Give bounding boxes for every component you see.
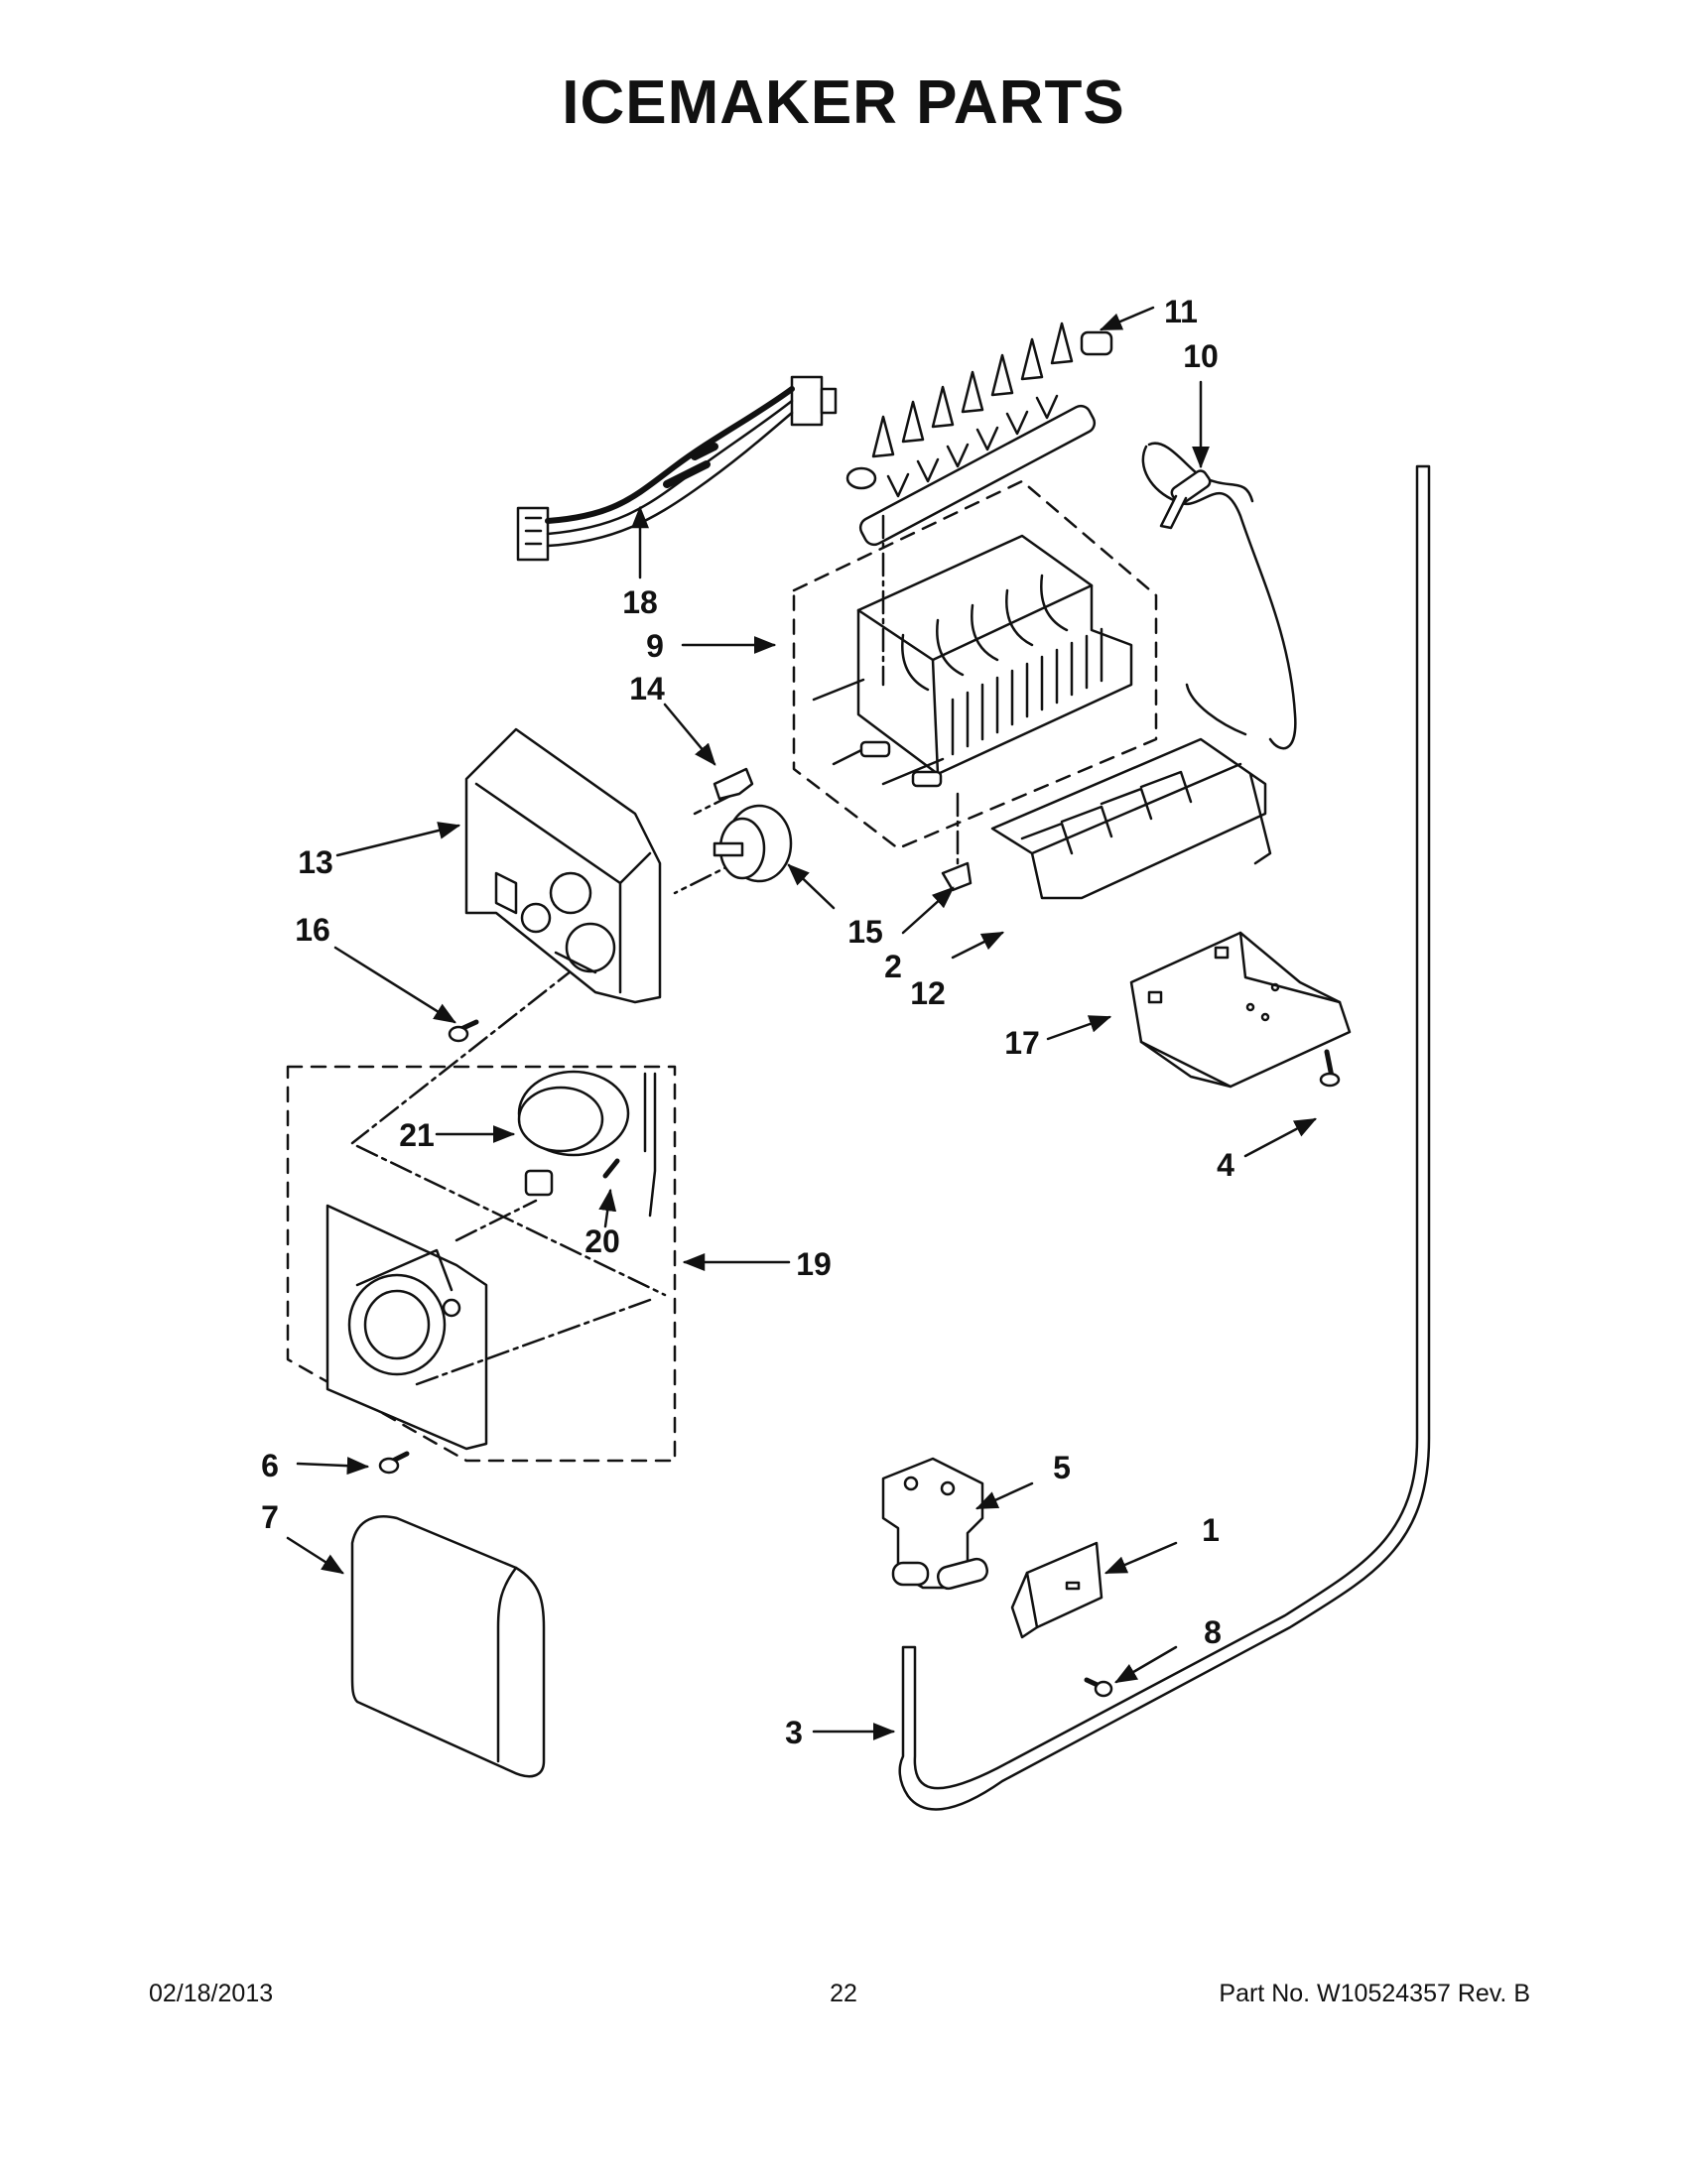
water-valve-part xyxy=(881,1457,988,1591)
thermostat-part xyxy=(1141,442,1297,750)
footer-page-number: 22 xyxy=(830,1980,857,2007)
callout-2: 2 xyxy=(884,949,902,984)
callout-18: 18 xyxy=(622,584,658,620)
callout-8: 8 xyxy=(1204,1614,1222,1650)
icemaker-housing-part xyxy=(464,727,662,1004)
callout-15: 15 xyxy=(847,914,883,950)
wire-harness-part xyxy=(516,375,838,562)
callout-9: 9 xyxy=(646,628,664,664)
callout-11: 11 xyxy=(1164,294,1198,329)
ejector-part xyxy=(845,321,1113,547)
clip-14-part xyxy=(713,767,754,801)
mounting-bracket-part xyxy=(1129,931,1352,1089)
callout-5: 5 xyxy=(1053,1450,1071,1485)
motor-15-part xyxy=(713,804,793,883)
screw-4-part xyxy=(1319,1049,1341,1088)
clip-2-part xyxy=(941,861,973,892)
callout-labels: 11 10 18 9 14 13 15 2 12 16 17 4 21 20 1… xyxy=(261,294,1234,1750)
control-module-plate-part xyxy=(325,1204,488,1451)
page-title: ICEMAKER PARTS xyxy=(562,68,1125,137)
screw-16-part xyxy=(448,1019,479,1043)
callout-7: 7 xyxy=(261,1499,279,1535)
callout-19: 19 xyxy=(796,1246,832,1282)
footer-part-number: Part No. W10524357 Rev. B xyxy=(1219,1980,1530,2007)
ice-stripper-part xyxy=(990,737,1272,900)
control-module-dashed-outline xyxy=(286,1065,677,1463)
callout-10: 10 xyxy=(1183,338,1219,374)
callout-4: 4 xyxy=(1217,1147,1234,1183)
callout-20: 20 xyxy=(584,1223,620,1259)
callout-3: 3 xyxy=(785,1715,803,1750)
icemaker-mold-part xyxy=(812,534,1133,788)
screw-6-part xyxy=(378,1451,410,1475)
screw-20-part xyxy=(602,1158,620,1179)
front-cover-part xyxy=(350,1515,546,1778)
callout-12: 12 xyxy=(910,975,946,1011)
footer-date: 02/18/2013 xyxy=(149,1980,274,2007)
callout-1: 1 xyxy=(1202,1512,1220,1548)
screw-8-part xyxy=(1084,1677,1113,1698)
callout-21: 21 xyxy=(399,1117,435,1153)
mold-dashed-outline xyxy=(792,479,1158,850)
callout-14: 14 xyxy=(629,671,665,707)
callout-6: 6 xyxy=(261,1448,279,1483)
valve-bracket-part xyxy=(1010,1541,1103,1639)
water-tube-part xyxy=(898,464,1431,1811)
callout-17: 17 xyxy=(1004,1025,1040,1061)
module-motor-21-part xyxy=(517,1070,657,1218)
callout-16: 16 xyxy=(295,912,330,948)
callout-13: 13 xyxy=(298,844,333,880)
